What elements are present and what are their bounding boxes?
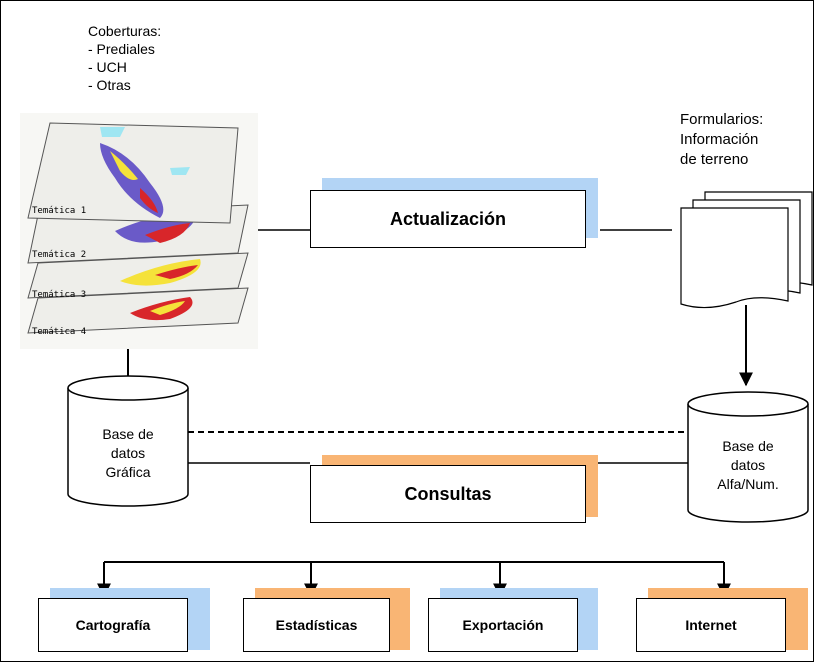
coverage-item-uch: - UCH (88, 59, 127, 75)
output-cartografia: Cartografía (38, 598, 188, 652)
output-exportacion-label: Exportación (462, 617, 544, 633)
layer-2-patch-2 (145, 223, 190, 243)
forms-text: Formularios: Información de terreno (680, 110, 763, 170)
graphic-db-label: Base de datos Gráfica (68, 425, 188, 482)
layer-caption-4: Temática 4 (32, 327, 87, 337)
layer-3-patch (120, 259, 201, 286)
alpha-db-top (687, 391, 809, 417)
layer-1-patch-3 (140, 188, 158, 213)
output-cartografia-label: Cartografía (75, 617, 151, 633)
thematic-layers-image (20, 113, 258, 349)
graphic-db-line-3: Gráfica (105, 464, 151, 480)
alpha-db-label: Base de datos Alfa/Num. (688, 437, 808, 494)
output-internet: Internet (636, 598, 786, 652)
graphic-db-top (67, 375, 189, 401)
graphic-db-line-1: Base de (102, 426, 154, 442)
forms-line-3: de terreno (680, 151, 749, 168)
alpha-db-line-1: Base de (722, 438, 774, 454)
layer-1-patch-5 (170, 167, 190, 175)
coverage-item-otras: - Otras (88, 77, 131, 93)
layer-4 (27, 287, 249, 334)
query-label: Consultas (404, 483, 492, 504)
coverage-item-prediales: - Prediales (88, 41, 155, 57)
forms-line-1: Formularios: (680, 111, 764, 128)
alpha-db-line-3: Alfa/Num. (717, 476, 779, 492)
graphic-db-body (67, 388, 189, 507)
layer-caption-3: Temática 3 (32, 290, 87, 300)
query-box: Consultas (310, 465, 586, 523)
layer-caption-1: Temática 1 (32, 206, 87, 216)
layer-caption-2: Temática 2 (32, 250, 87, 260)
layer-1-patch-4 (100, 127, 125, 137)
graphic-database-cylinder (67, 375, 189, 507)
layer-1-patch-2 (110, 151, 138, 180)
output-estadisticas: Estadísticas (243, 598, 390, 652)
forms-document-icon (680, 191, 813, 309)
form-sheet-front (680, 207, 789, 309)
update-label: Actualización (389, 208, 507, 229)
alpha-db-body (687, 404, 809, 523)
alpha-db-line-2: datos (730, 457, 766, 473)
layer-3-patch-2 (155, 265, 198, 279)
alpha-database-cylinder (687, 391, 809, 523)
output-exportacion: Exportación (428, 598, 578, 652)
coverages-title: Coberturas: (88, 23, 162, 39)
layer-4-patch-2 (150, 301, 185, 315)
output-estadisticas-label: Estadísticas (275, 617, 358, 633)
layer-3 (27, 252, 249, 299)
output-internet-label: Internet (685, 617, 737, 633)
update-box: Actualización (310, 190, 586, 248)
graphic-db-line-2: datos (110, 445, 146, 461)
forms-line-2: Información (680, 131, 759, 148)
layer-1 (27, 122, 239, 224)
coverages-text: Coberturas: - Prediales - UCH - Otras (88, 22, 161, 94)
